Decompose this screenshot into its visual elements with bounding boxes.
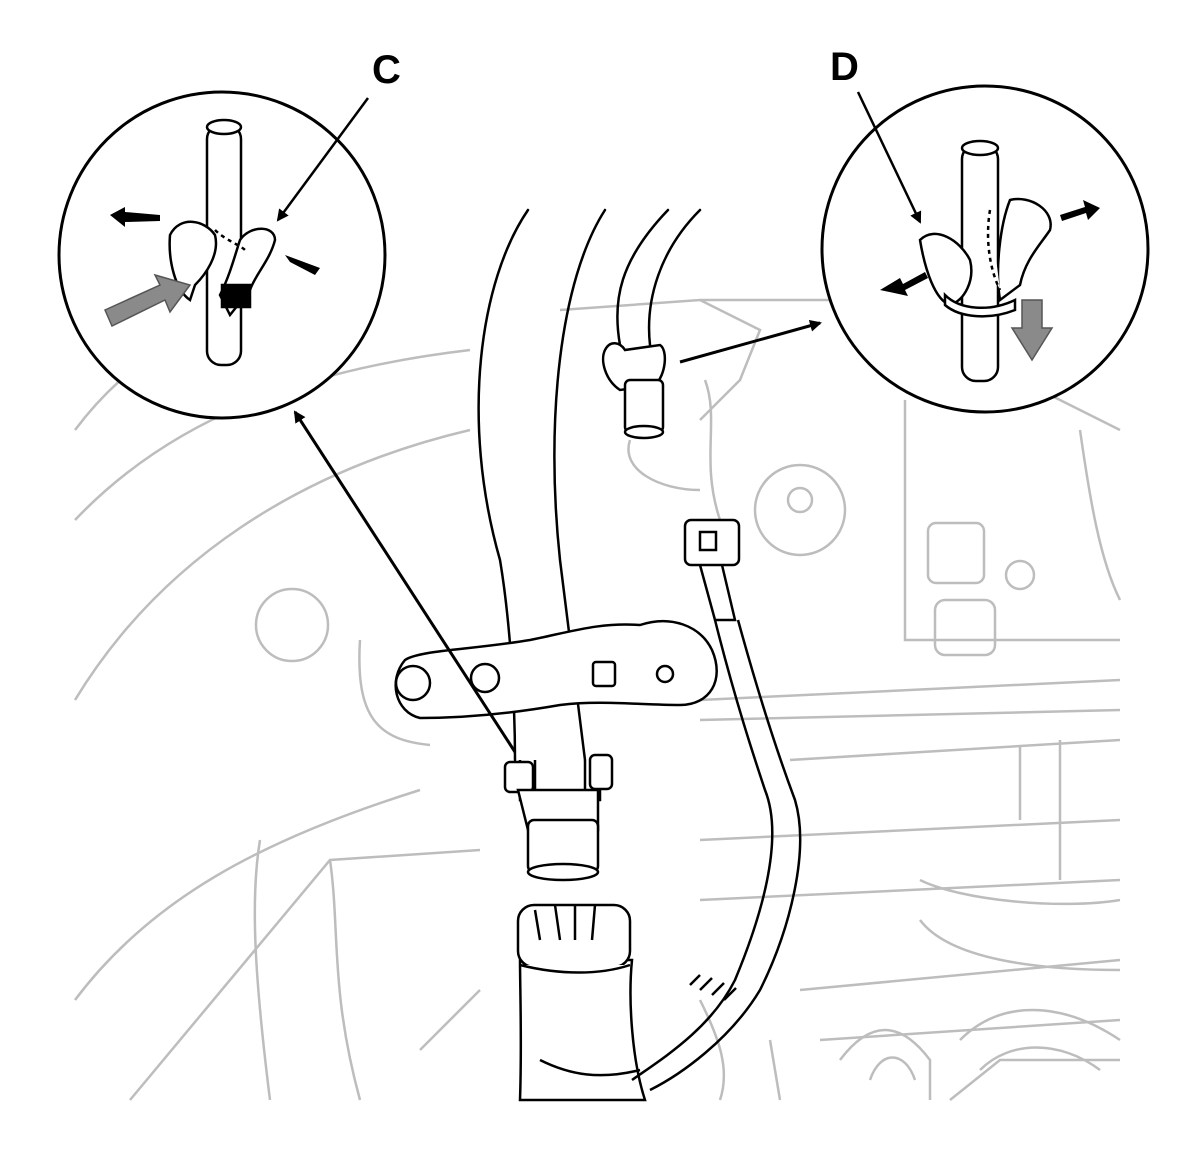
- callout-label-d: D: [830, 45, 859, 89]
- detail-circle-d: [820, 84, 1150, 414]
- return-hose: [631, 518, 802, 1092]
- detail-circle-c: [57, 90, 387, 420]
- quick-connector-d: [601, 342, 667, 440]
- background-body-structure: [73, 297, 1122, 1101]
- fuel-hose: [516, 903, 647, 1102]
- detail-leaders: [293, 319, 822, 753]
- quick-connector-c: [503, 753, 614, 882]
- callout-leaders: [276, 91, 922, 224]
- callout-label-c: C: [372, 48, 401, 92]
- hose-bracket: [394, 620, 718, 720]
- hose-clip-release-icon: [168, 220, 277, 318]
- hose-clip-squeeze-icon: [918, 197, 1052, 318]
